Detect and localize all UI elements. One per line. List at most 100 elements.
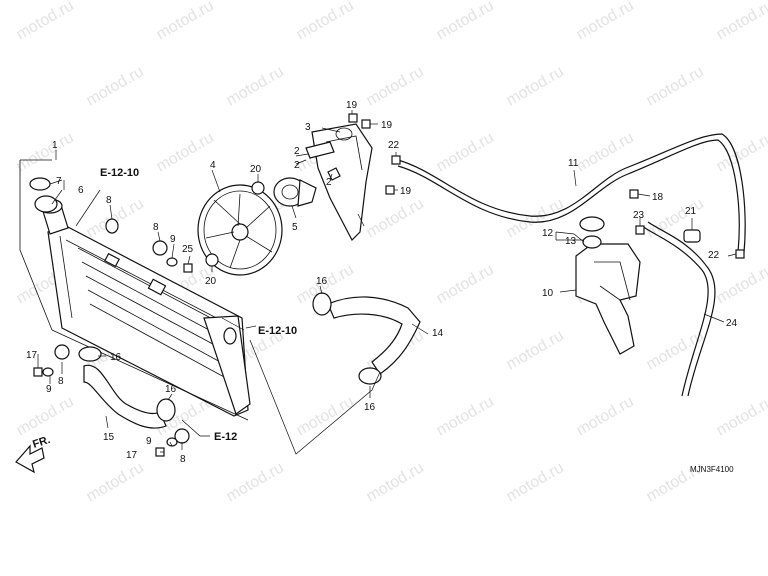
callout-20-a: 20 [250, 164, 262, 175]
callout-19-a: 19 [346, 100, 358, 111]
upper-hose [327, 296, 421, 375]
watermark-text: motod.ru [714, 0, 768, 43]
callout-8-c: 8 [58, 376, 64, 387]
watermark-text: motod.ru [434, 0, 497, 43]
grommet-8-a [105, 218, 119, 234]
callout-24: 24 [726, 318, 738, 329]
hose-clamp-16-b [156, 398, 176, 422]
fan-shroud [311, 123, 373, 242]
front-direction-label: FR. [31, 434, 52, 451]
collar-20-a [251, 181, 265, 195]
callout-7: 7 [56, 176, 62, 187]
siphon-hose [641, 221, 716, 397]
front-direction-arrow [15, 444, 45, 474]
hose-clip-22-a [391, 155, 401, 165]
watermark-text: motod.ru [644, 63, 707, 109]
callout-2-c: 2 [326, 177, 332, 188]
collar-9-b [42, 367, 54, 377]
callout-16-a: 16 [110, 352, 122, 363]
watermark-text: motod.ru [224, 63, 287, 109]
callout-1: 1 [52, 140, 58, 151]
bolt-25 [183, 263, 193, 273]
callout-21: 21 [685, 206, 697, 217]
watermark-text: motod.ru [434, 261, 497, 307]
watermark-text: motod.ru [364, 63, 427, 109]
watermark-text: motod.ru [714, 261, 768, 307]
hose-clip-22-b [735, 249, 745, 259]
watermark-text: motod.ru [434, 129, 497, 175]
callout-12: 12 [542, 228, 554, 239]
callout-23: 23 [633, 210, 645, 221]
watermark-text: motod.ru [154, 129, 217, 175]
watermark-text: motod.ru [224, 459, 287, 505]
leader-lines [37, 110, 737, 455]
callout-16-d: 16 [364, 402, 376, 413]
cooling-fan [197, 184, 283, 276]
watermark-text: motod.ru [644, 327, 707, 373]
callout-8-b: 8 [153, 222, 159, 233]
watermark-text: motod.ru [294, 0, 357, 43]
callout-25: 25 [182, 244, 194, 255]
reservoir-cap [579, 216, 605, 249]
watermark-text: motod.ru [574, 393, 637, 439]
watermark-text: motod.ru [574, 0, 637, 43]
watermark-text: motod.ru [364, 195, 427, 241]
callout-2-a: 2 [294, 146, 300, 157]
callout-16-b: 16 [165, 384, 177, 395]
radiator-bracket [19, 159, 249, 421]
callout-16-c: 16 [316, 276, 328, 287]
bolt-19-a [348, 113, 358, 123]
bolt-18 [629, 189, 639, 199]
watermark-text: motod.ru [364, 459, 427, 505]
clip-23 [635, 225, 645, 235]
callout-8-d: 8 [180, 454, 186, 465]
watermark-text: motod.ru [504, 459, 567, 505]
callout-13: 13 [565, 236, 577, 247]
watermark-text: motod.ru [294, 393, 357, 439]
overflow-hose [397, 133, 746, 253]
cross-references: E-12-10 E-12-10 E-12 [100, 167, 297, 443]
callout-6: 6 [78, 185, 84, 196]
bolt-17-a [33, 367, 43, 377]
hose-clamp-16-c [312, 292, 332, 316]
callout-5: 5 [292, 222, 298, 233]
bolt-19-c [385, 185, 395, 195]
callout-20-b: 20 [205, 276, 217, 287]
fan-motor [273, 177, 317, 207]
watermark-text: motod.ru [574, 129, 637, 175]
watermark-text: motod.ru [14, 0, 77, 43]
watermark-text: motod.ru [434, 393, 497, 439]
callout-19-b: 19 [381, 120, 393, 131]
watermark-text: motod.ru [714, 393, 768, 439]
watermark-text: motod.ru [84, 63, 147, 109]
watermark-text: motod.ru [504, 63, 567, 109]
callout-17-b: 17 [126, 450, 138, 461]
callout-10: 10 [542, 288, 554, 299]
reservoir-tank [575, 243, 641, 355]
clip-21 [683, 229, 701, 243]
collar-20-b [205, 253, 219, 267]
watermark-text: motod.ru [14, 129, 77, 175]
watermark-text: motod.ru [14, 393, 77, 439]
callout-9-c: 9 [146, 436, 152, 447]
callout-3: 3 [305, 122, 311, 133]
callout-22-a: 22 [388, 140, 400, 151]
hose-clamp-16-d [358, 367, 382, 385]
collar-9-a [166, 257, 178, 267]
reference-e12-10-a: E-12-10 [100, 167, 139, 179]
callout-4: 4 [210, 160, 216, 171]
watermark-text: motod.ru [154, 0, 217, 43]
callout-22-b: 22 [708, 250, 720, 261]
callout-9-a: 9 [170, 234, 176, 245]
callout-2-b: 2 [294, 160, 300, 171]
reference-e12-10-b: E-12-10 [258, 325, 297, 337]
callout-14: 14 [432, 328, 444, 339]
callout-11: 11 [568, 158, 579, 169]
reference-e12: E-12 [214, 431, 237, 443]
callout-15: 15 [103, 432, 115, 443]
collar-9-c [166, 437, 178, 447]
callout-9-b: 9 [46, 384, 52, 395]
